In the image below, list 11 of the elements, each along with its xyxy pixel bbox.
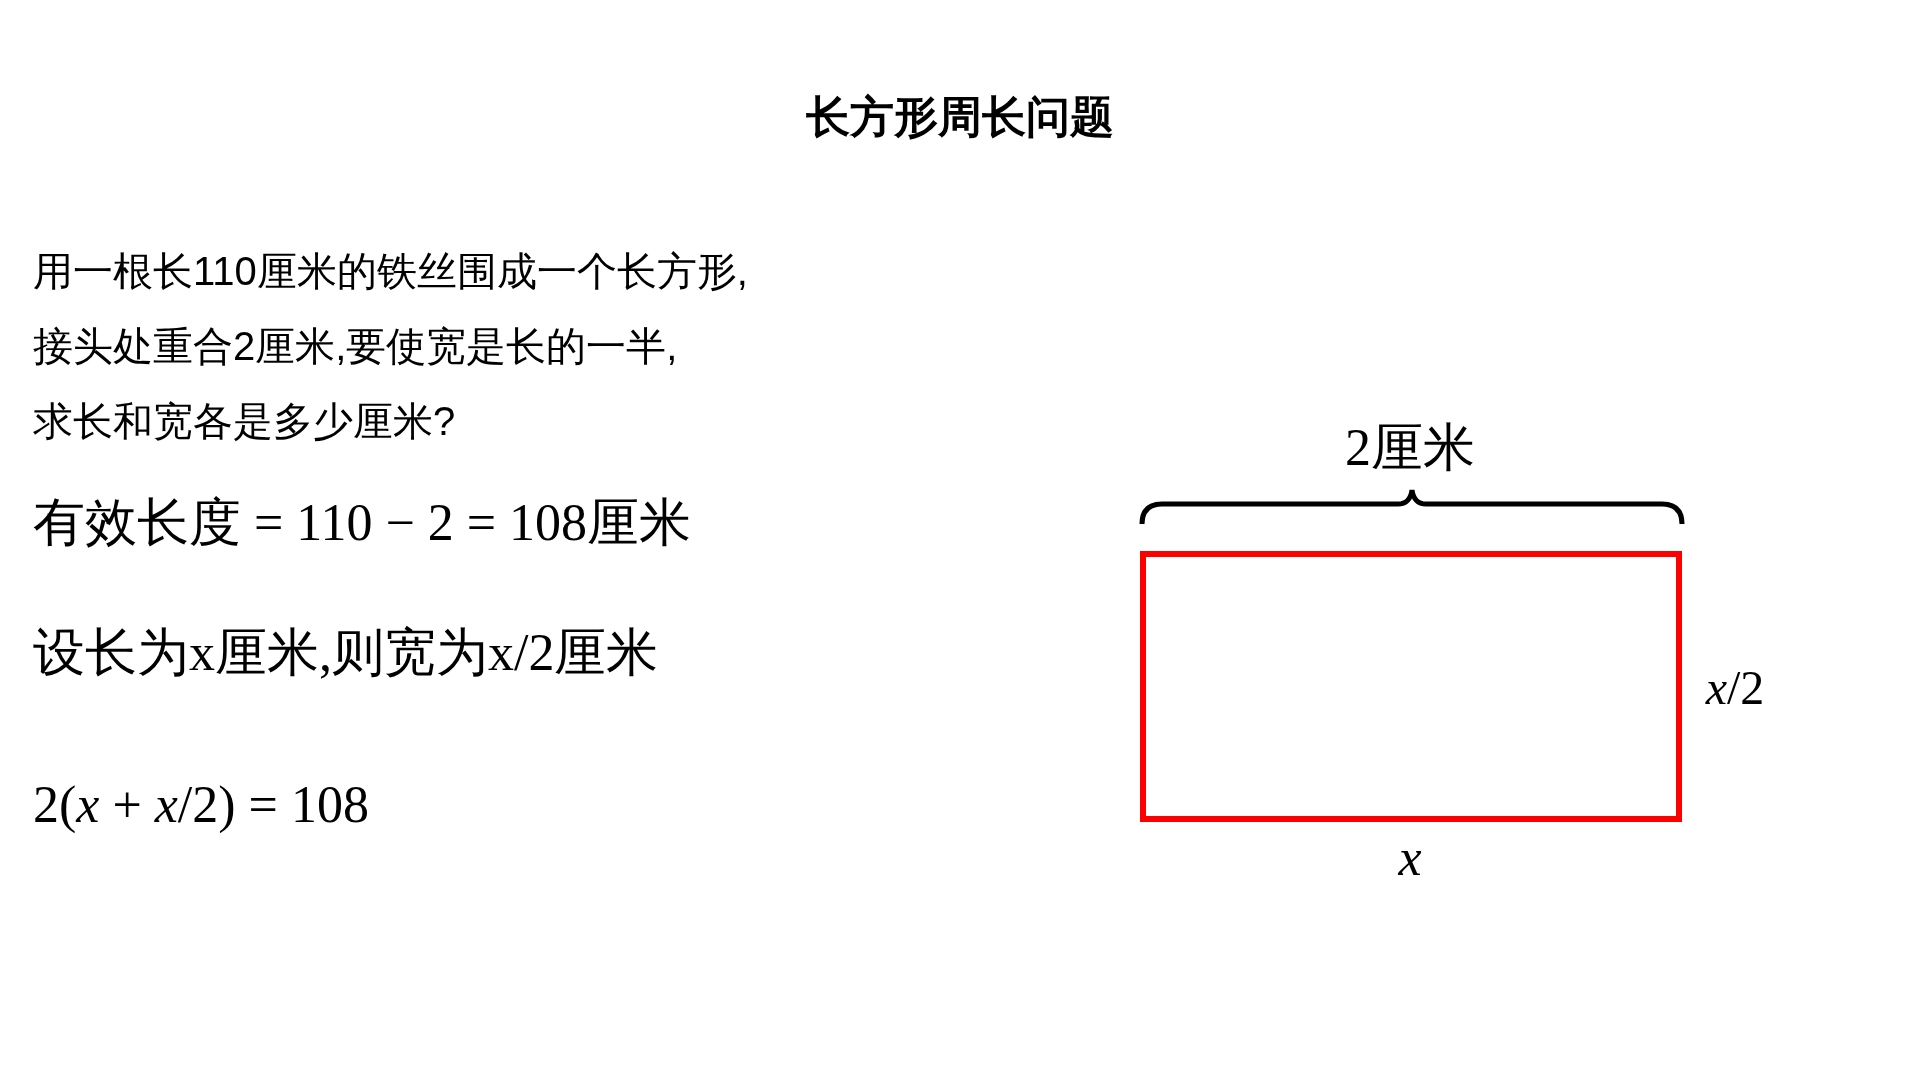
text-line: 2(x + x/2) = 108 (33, 775, 369, 835)
dimension-label: x (1397, 828, 1423, 888)
dimension-label: 2厘米 (1344, 418, 1476, 478)
text-line: 求长和宽各是多少厘米? (33, 398, 456, 445)
text-line: 接头处重合2厘米,要使宽是长的一半, (33, 323, 678, 370)
text-line: 有效长度 = 110 − 2 = 108厘米 (33, 493, 692, 553)
text-line: 用一根长110厘米的铁丝围成一个长方形, (33, 248, 748, 295)
dimension-label: x/2 (1704, 660, 1766, 716)
text-line: 设长为x厘米,则宽为x/2厘米 (33, 623, 659, 683)
title: 长方形周长问题 (806, 91, 1114, 143)
rectangle (1140, 551, 1682, 822)
